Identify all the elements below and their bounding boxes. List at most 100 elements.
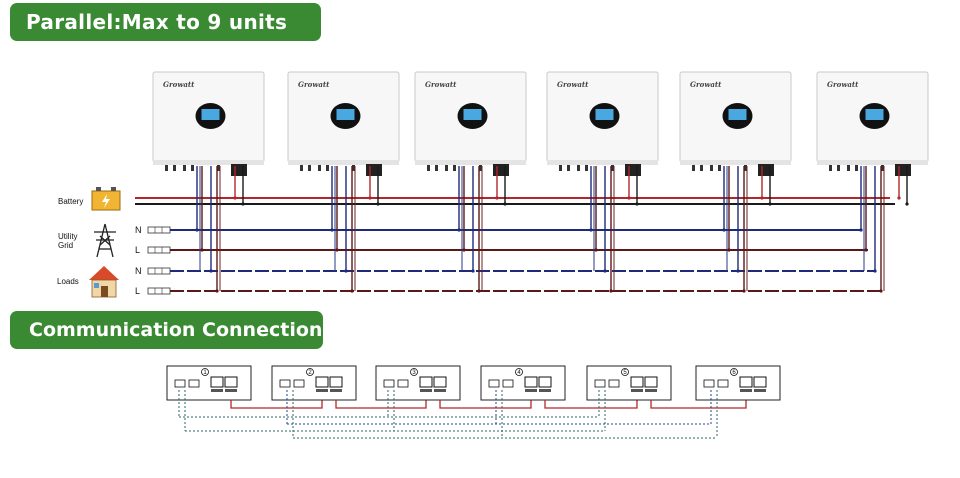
inverter-brand-label: Growatt: [298, 80, 330, 89]
inverter-bottom-edge: [817, 160, 928, 165]
comm-terminal-port: [174, 379, 186, 388]
wire-junction: [627, 196, 631, 200]
wire-junction: [471, 269, 475, 273]
comm-terminal-port: [383, 379, 395, 388]
wire-junction: [873, 269, 877, 273]
wire-junction: [879, 289, 883, 293]
inverter-lcd-screen: [728, 109, 747, 120]
wire-junction: [742, 289, 746, 293]
inverter-bottom-edge: [547, 160, 658, 165]
port-label-strip: [740, 389, 752, 392]
rj45-port: [419, 376, 433, 388]
comm-terminal-port: [188, 379, 200, 388]
inverter-cable-gland: [173, 165, 176, 171]
wire-junction: [335, 248, 339, 252]
inverter-cable-gland: [217, 165, 220, 171]
inverter-brand-label: Growatt: [163, 80, 195, 89]
wire-junction: [727, 248, 731, 252]
wire-junction: [457, 228, 461, 232]
comm-unit: 4: [480, 365, 638, 409]
wire-junction: [368, 196, 372, 200]
wire-junction: [200, 248, 204, 252]
comm-terminal-port: [293, 379, 305, 388]
inverter-lcd-screen: [201, 109, 220, 120]
parallel-comm-cable: [230, 400, 323, 409]
inverter-cable-gland: [847, 165, 850, 171]
load-n-terminal: [147, 267, 171, 275]
grid-n-label: N: [135, 225, 142, 235]
inverter-brand-label: Growatt: [827, 80, 859, 89]
port-label-strip: [631, 389, 643, 392]
wire-junction: [350, 289, 354, 293]
inverter-cable-gland: [567, 165, 570, 171]
rj45-port: [753, 376, 767, 388]
comm-unit: 2: [271, 365, 427, 409]
wire-junction: [495, 196, 499, 200]
inverter-cable-gland: [577, 165, 580, 171]
rj45-port: [524, 376, 538, 388]
inverter-cable-gland: [585, 165, 588, 171]
inverter-unit: Growatt: [546, 71, 659, 293]
inverter-lcd-screen: [595, 109, 614, 120]
port-label-strip: [645, 389, 657, 392]
inverter-cable-gland: [453, 165, 456, 171]
wire-junction: [905, 202, 909, 206]
wire-junction: [503, 202, 507, 206]
parallel-comm-cable: [544, 400, 638, 409]
inverter-unit: Growatt: [287, 71, 400, 293]
inverter-cable-gland: [318, 165, 321, 171]
comm-terminal-port: [717, 379, 729, 388]
wire-junction: [603, 269, 607, 273]
wire-junction: [344, 269, 348, 273]
utility-label-line1: Utility: [58, 232, 78, 241]
port-label-strip: [316, 389, 328, 392]
wire-junction: [760, 196, 764, 200]
wire-junction: [462, 248, 466, 252]
inverter-brand-label: Growatt: [557, 80, 589, 89]
comm-terminal-port: [397, 379, 409, 388]
comm-unit-number: 4: [517, 370, 521, 376]
inverter-cable-gland: [191, 165, 194, 171]
parallel-comm-cable: [439, 400, 532, 409]
wire-junction: [330, 228, 334, 232]
inverter-bottom-edge: [288, 160, 399, 165]
inverter-cable-gland: [559, 165, 562, 171]
rj45-port: [329, 376, 343, 388]
inverter-brand-label: Growatt: [425, 80, 457, 89]
rj45-port: [739, 376, 753, 388]
comm-terminal-port: [608, 379, 620, 388]
wire-junction: [241, 202, 245, 206]
inverter-bottom-edge: [415, 160, 526, 165]
wire-junction: [859, 228, 863, 232]
comm-unit: 1: [166, 365, 323, 409]
inverter-cable-gland: [479, 165, 482, 171]
inverter-cable-gland: [718, 165, 721, 171]
inverter-cable-gland: [435, 165, 438, 171]
comm-unit-number-badge: [730, 368, 738, 376]
loads-label: Loads: [57, 277, 79, 286]
comm-terminal-port: [502, 379, 514, 388]
comm-terminal-port: [279, 379, 291, 388]
rj45-port: [630, 376, 644, 388]
comm-unit-number-badge: [621, 368, 629, 376]
wire-junction: [897, 196, 901, 200]
inverter-cable-gland: [326, 165, 329, 171]
inverter-cable-gland: [744, 165, 747, 171]
inverter-unit: Growatt: [414, 71, 527, 293]
port-label-strip: [754, 389, 766, 392]
utility-tower-icon: [94, 223, 116, 258]
inverter-cable-gland: [183, 165, 186, 171]
inverter-unit: Growatt: [679, 71, 792, 293]
inverter-brand-label: Growatt: [690, 80, 722, 89]
parallel-comm-cable: [335, 400, 427, 409]
port-label-strip: [330, 389, 342, 392]
comm-unit-number: 6: [732, 370, 736, 376]
wire-junction: [864, 248, 868, 252]
inverter-cable-gland: [165, 165, 168, 171]
inverter-cable-gland: [300, 165, 303, 171]
house-icon: [89, 266, 119, 298]
battery-icon: [91, 187, 121, 211]
port-label-strip: [225, 389, 237, 392]
rj45-port: [315, 376, 329, 388]
